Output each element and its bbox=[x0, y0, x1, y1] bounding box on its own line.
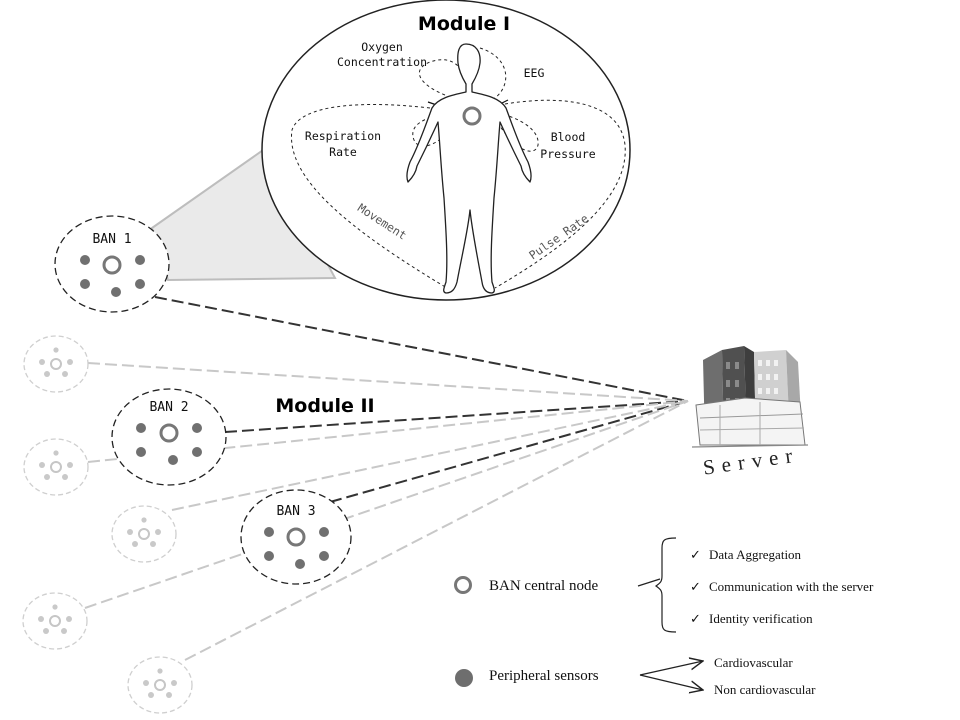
legend-peripheral: Peripheral sensors Cardiovascular Non ca… bbox=[455, 655, 816, 697]
sensor-dot bbox=[136, 447, 146, 457]
sensor-dot bbox=[319, 527, 329, 537]
human-figure-icon bbox=[406, 43, 532, 294]
function-item: Communication with the server bbox=[709, 579, 874, 594]
sensor-dot bbox=[192, 447, 202, 457]
server-label: Server bbox=[701, 442, 800, 479]
peripheral-type: Non cardiovascular bbox=[714, 682, 816, 697]
link-faded-1 bbox=[87, 362, 689, 402]
sensor-dot bbox=[192, 423, 202, 433]
link-faded-5 bbox=[184, 400, 689, 661]
ban-2-label: BAN 2 bbox=[149, 400, 188, 415]
ban-1-label: BAN 1 bbox=[92, 232, 131, 247]
sensor-dot bbox=[135, 279, 145, 289]
central-node-icon bbox=[159, 423, 179, 443]
oxygen-label-1: Oxygen bbox=[361, 40, 403, 54]
peripheral-type: Cardiovascular bbox=[714, 655, 793, 670]
respiration-loop bbox=[291, 104, 448, 289]
legend-peripheral-label: Peripheral sensors bbox=[489, 668, 599, 684]
faded-ban bbox=[23, 335, 89, 393]
sensor-dot bbox=[80, 255, 90, 265]
module1-title: Module I bbox=[418, 13, 510, 35]
faded-ban bbox=[23, 438, 89, 496]
faded-ban bbox=[111, 505, 177, 563]
check-icon: ✓ bbox=[690, 611, 701, 626]
sensor-dot bbox=[168, 455, 178, 465]
sensor-dot bbox=[111, 287, 121, 297]
eeg-label: EEG bbox=[524, 66, 545, 80]
link-faded-3 bbox=[171, 400, 689, 511]
link-ban3 bbox=[329, 400, 689, 503]
central-node-icon bbox=[454, 576, 472, 594]
arrow-cardio bbox=[639, 661, 703, 676]
sensor-dot bbox=[264, 527, 274, 537]
curly-brace bbox=[654, 537, 677, 633]
sensor-dot bbox=[136, 423, 146, 433]
ban-1: BAN 1 bbox=[54, 215, 170, 313]
link-faded-2 bbox=[87, 400, 689, 463]
link-ban2 bbox=[224, 400, 689, 433]
legend-central-label: BAN central node bbox=[489, 578, 598, 594]
check-icon: ✓ bbox=[690, 547, 701, 562]
faded-ban bbox=[22, 592, 88, 650]
faded-ban bbox=[127, 656, 193, 714]
function-item: Identity verification bbox=[709, 611, 813, 626]
blood-loop bbox=[494, 99, 626, 289]
eeg-loop bbox=[479, 47, 507, 101]
server-links bbox=[84, 296, 689, 661]
server-building-icon bbox=[691, 346, 809, 448]
module1-panel: Module I Oxygen Concentration EEG Respir… bbox=[261, 0, 631, 301]
faded-bans bbox=[22, 335, 193, 714]
sensor-dot bbox=[135, 255, 145, 265]
oxygen-label-2: Concentration bbox=[337, 55, 427, 69]
sensor-dot bbox=[295, 559, 305, 569]
blood-label-1: Blood bbox=[551, 130, 586, 144]
check-icon: ✓ bbox=[690, 579, 701, 594]
module2-title: Module II bbox=[275, 395, 374, 417]
ban-3: BAN 3 bbox=[240, 489, 352, 585]
central-node-icon bbox=[102, 255, 122, 275]
respiration-label-2: Rate bbox=[329, 145, 357, 159]
link-faded-4 bbox=[84, 400, 689, 609]
central-node-icon bbox=[286, 527, 306, 547]
link-ban1 bbox=[154, 296, 689, 402]
sensor-dot bbox=[80, 279, 90, 289]
peripheral-sensor-icon bbox=[455, 669, 473, 687]
brace-line bbox=[637, 578, 661, 587]
respiration-label-1: Respiration bbox=[305, 129, 381, 143]
arrow-noncardio bbox=[639, 674, 703, 690]
legend-central: BAN central node ✓ ✓ ✓ Data Aggregation … bbox=[454, 537, 874, 633]
central-node-icon bbox=[462, 106, 482, 126]
blood-label-2: Pressure bbox=[540, 147, 595, 161]
function-item: Data Aggregation bbox=[709, 547, 802, 562]
ban-2: BAN 2 bbox=[111, 388, 227, 486]
sensor-dot bbox=[264, 551, 274, 561]
ban-3-label: BAN 3 bbox=[276, 504, 315, 519]
sensor-dot bbox=[319, 551, 329, 561]
